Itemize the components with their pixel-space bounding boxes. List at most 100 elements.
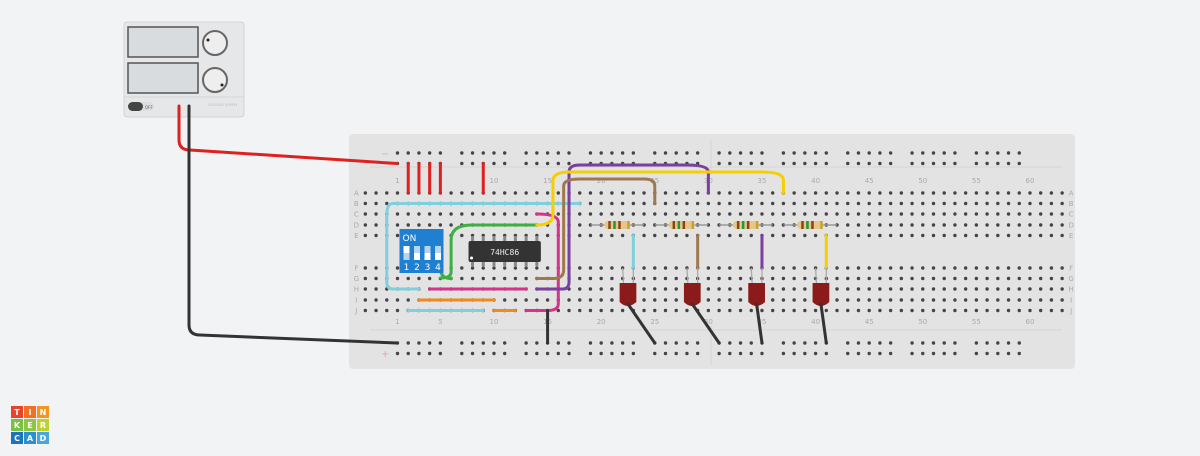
rail-hole	[942, 341, 946, 345]
hole	[728, 298, 732, 302]
led-leg	[686, 267, 689, 286]
hole	[931, 276, 936, 281]
rail-hole	[503, 161, 507, 166]
hole	[449, 191, 453, 195]
hole	[1017, 298, 1021, 302]
hole	[867, 212, 871, 216]
hole	[867, 233, 871, 238]
hole	[717, 212, 721, 216]
hole	[642, 201, 646, 206]
rail-hole	[1017, 151, 1021, 155]
hole	[470, 191, 475, 195]
ic-pin	[492, 260, 496, 266]
rail-hole	[910, 161, 914, 166]
hole	[835, 266, 839, 270]
hole	[921, 298, 925, 302]
hole	[985, 223, 989, 227]
hole	[663, 233, 668, 238]
hole	[1049, 298, 1054, 302]
rail-hole	[524, 161, 528, 166]
hole	[395, 266, 400, 270]
hole	[706, 298, 711, 302]
row-label: G	[1068, 275, 1073, 283]
hole	[374, 191, 378, 195]
voltage-knob[interactable]	[202, 30, 228, 56]
hole	[1006, 266, 1011, 270]
hole	[856, 298, 861, 302]
hole	[545, 298, 550, 302]
hole	[363, 308, 368, 313]
row-label: H	[1069, 286, 1074, 294]
led-body	[748, 283, 765, 306]
rail-hole	[996, 161, 1000, 166]
logo-letter: E	[24, 419, 36, 431]
hole	[385, 201, 389, 206]
hole	[374, 276, 378, 281]
hole	[1039, 233, 1043, 238]
rail-hole	[417, 341, 421, 345]
rail-hole	[460, 161, 464, 166]
rail-hole	[535, 351, 539, 356]
rail-hole	[953, 151, 957, 155]
hole	[427, 276, 432, 281]
hole	[781, 276, 786, 281]
hole	[1049, 233, 1054, 238]
hole	[513, 298, 518, 302]
hole	[974, 266, 979, 270]
hole	[1017, 287, 1021, 291]
rail-hole	[663, 351, 668, 356]
hole	[931, 223, 936, 227]
hole	[395, 233, 400, 238]
hole	[674, 266, 678, 270]
column-label: 35	[758, 318, 767, 326]
hole	[395, 308, 400, 313]
hole	[846, 298, 850, 302]
hole	[438, 223, 443, 227]
rail-hole	[1017, 341, 1021, 345]
hole	[910, 276, 914, 281]
rail-hole	[803, 351, 807, 356]
rail-hole	[695, 151, 700, 155]
hole	[792, 233, 796, 238]
hole	[717, 308, 721, 313]
rail-hole	[996, 341, 1000, 345]
hole	[588, 276, 593, 281]
power-supply[interactable]: OFF VOLTAGE SUPPLY	[123, 21, 245, 118]
hole	[578, 287, 582, 291]
hole	[728, 276, 732, 281]
hole	[846, 266, 850, 270]
hole	[1017, 308, 1021, 313]
row-label: B	[354, 200, 359, 208]
hole	[888, 201, 893, 206]
rail-hole	[781, 151, 786, 155]
hole	[599, 191, 603, 195]
hole	[374, 201, 378, 206]
hole	[620, 308, 625, 313]
hole	[620, 233, 625, 238]
hole	[813, 212, 818, 216]
column-label: 45	[865, 318, 874, 326]
rail-hole	[931, 351, 936, 356]
hole	[481, 212, 485, 216]
hole	[824, 201, 828, 206]
rail-hole	[492, 341, 496, 345]
hole	[1006, 201, 1011, 206]
dip-toggle-knob	[424, 253, 431, 260]
hole	[599, 266, 603, 270]
hole	[578, 212, 582, 216]
rail-hole	[717, 151, 721, 155]
rail-hole	[878, 351, 882, 356]
hole	[685, 191, 689, 195]
rail-hole	[953, 351, 957, 356]
resistor-body	[604, 221, 631, 229]
hole	[835, 212, 839, 216]
rail-hole	[567, 151, 571, 155]
row-label: B	[1069, 200, 1074, 208]
current-knob[interactable]	[202, 67, 228, 93]
column-label: 45	[865, 177, 874, 185]
rail-hole	[535, 341, 539, 345]
rail-hole	[524, 341, 528, 345]
